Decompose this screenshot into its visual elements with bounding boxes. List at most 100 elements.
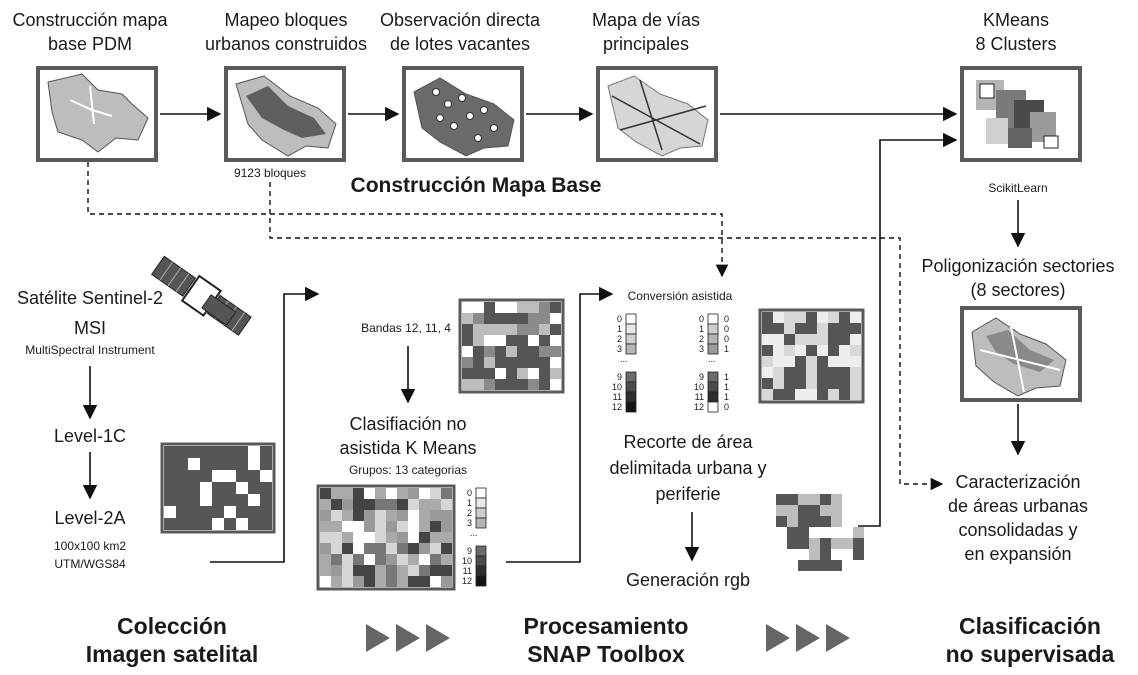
raster-cell: [817, 323, 828, 334]
raster-cell: [784, 312, 795, 323]
raster-cell: [506, 324, 517, 335]
arrow-classification-conversion: [506, 286, 614, 563]
raster-cell: [806, 345, 817, 356]
raster-cell: [828, 378, 839, 389]
raster-cell: [539, 302, 550, 313]
raster-cell: [236, 494, 248, 506]
raster-cell: [795, 312, 806, 323]
raster-cell: [784, 345, 795, 356]
raster-cell: [248, 458, 260, 470]
raster-cell: [364, 488, 375, 499]
raster-cell: [441, 499, 452, 510]
raster-cell: [842, 538, 853, 549]
raster-cell: [176, 446, 188, 458]
raster-cell: [462, 335, 473, 346]
stage-classification-line1: Clasificación: [959, 613, 1101, 639]
dashed-arrow-blocks-characterization: [269, 182, 944, 491]
raster-cell: [224, 506, 236, 518]
raster-cell: [212, 446, 224, 458]
raster-cell: [787, 505, 798, 516]
raster-cell: [441, 521, 452, 532]
legend-class-label: 0: [617, 314, 622, 324]
legend-swatch: [625, 333, 637, 345]
legend-swatch: [625, 381, 637, 393]
raster-cell: [212, 506, 224, 518]
raster-cell: [762, 334, 773, 345]
stage-classification-line2: no supervisada: [946, 641, 1115, 667]
raster-cell: [375, 543, 386, 554]
raster-cell: [200, 458, 212, 470]
raster-cell: [320, 576, 331, 587]
raster-cell: [517, 379, 528, 390]
raster-cell: [462, 313, 473, 324]
sensor-label: MSI: [74, 318, 106, 338]
raster-cell: [773, 356, 784, 367]
raster-cell: [248, 482, 260, 494]
raster-cell: [364, 510, 375, 521]
raster-cell: [408, 521, 419, 532]
raster-cell: [441, 488, 452, 499]
raster-cell: [806, 323, 817, 334]
step1-label-line1: Construcción mapa: [12, 10, 168, 30]
raster-cell: [212, 494, 224, 506]
raster-cell: [375, 499, 386, 510]
raster-cell: [353, 510, 364, 521]
raster-cell: [839, 389, 850, 400]
legend-swatch: [707, 343, 719, 355]
raster-cell: [839, 312, 850, 323]
raster-cell: [408, 543, 419, 554]
step5-label-line1: KMeans: [983, 10, 1049, 30]
raster-cell: [850, 334, 861, 345]
legend-class-label: 11: [695, 392, 704, 402]
raster-cell: [364, 543, 375, 554]
raster-cell: [473, 313, 484, 324]
raster-cell: [806, 312, 817, 323]
raster-cell: [176, 482, 188, 494]
blocks-count-label: 9123 bloques: [234, 166, 306, 180]
raster-cell: [342, 554, 353, 565]
raster-cell: [441, 543, 452, 554]
raster-cell: [386, 510, 397, 521]
raster-cell: [441, 565, 452, 576]
map-vacant-lots-frame: [402, 66, 524, 162]
raster-cell: [248, 506, 260, 518]
legend-swatch: [707, 391, 719, 403]
raster-cell: [386, 565, 397, 576]
raster-cell: [386, 576, 397, 587]
raster-cell: [806, 367, 817, 378]
raster-cell: [795, 378, 806, 389]
raster-cell: [773, 334, 784, 345]
raster-cell: [787, 527, 798, 538]
raster-cell: [164, 482, 176, 494]
raster-cell: [839, 345, 850, 356]
raster-cell: [441, 510, 452, 521]
raster-cell: [188, 458, 200, 470]
raster-cell: [820, 538, 831, 549]
satellite-raster-image: [160, 442, 276, 534]
raster-cell: [539, 379, 550, 390]
map-pdm-frame: [36, 66, 158, 162]
raster-cell: [795, 356, 806, 367]
raster-cell: [550, 357, 561, 368]
raster-cell: [176, 506, 188, 518]
raster-cell: [817, 378, 828, 389]
raster-cell: [528, 335, 539, 346]
raster-cell: [817, 356, 828, 367]
legend-swatch: [475, 507, 487, 519]
raster-cell: [342, 521, 353, 532]
legend-class-label: 9: [467, 546, 472, 556]
raster-cell: [517, 302, 528, 313]
dashed-arrow-pdm-conversion: [87, 162, 729, 278]
raster-cell: [419, 499, 430, 510]
raster-cell: [550, 368, 561, 379]
raster-cell: [441, 532, 452, 543]
raster-cell: [408, 488, 419, 499]
raster-cell: [236, 482, 248, 494]
legend-class-label: 10: [612, 382, 622, 392]
raster-cell: [430, 576, 441, 587]
raster-cell: [441, 554, 452, 565]
raster-cell: [397, 532, 408, 543]
legend-swatch: [475, 497, 487, 509]
raster-cell: [784, 356, 795, 367]
raster-cell: [528, 379, 539, 390]
